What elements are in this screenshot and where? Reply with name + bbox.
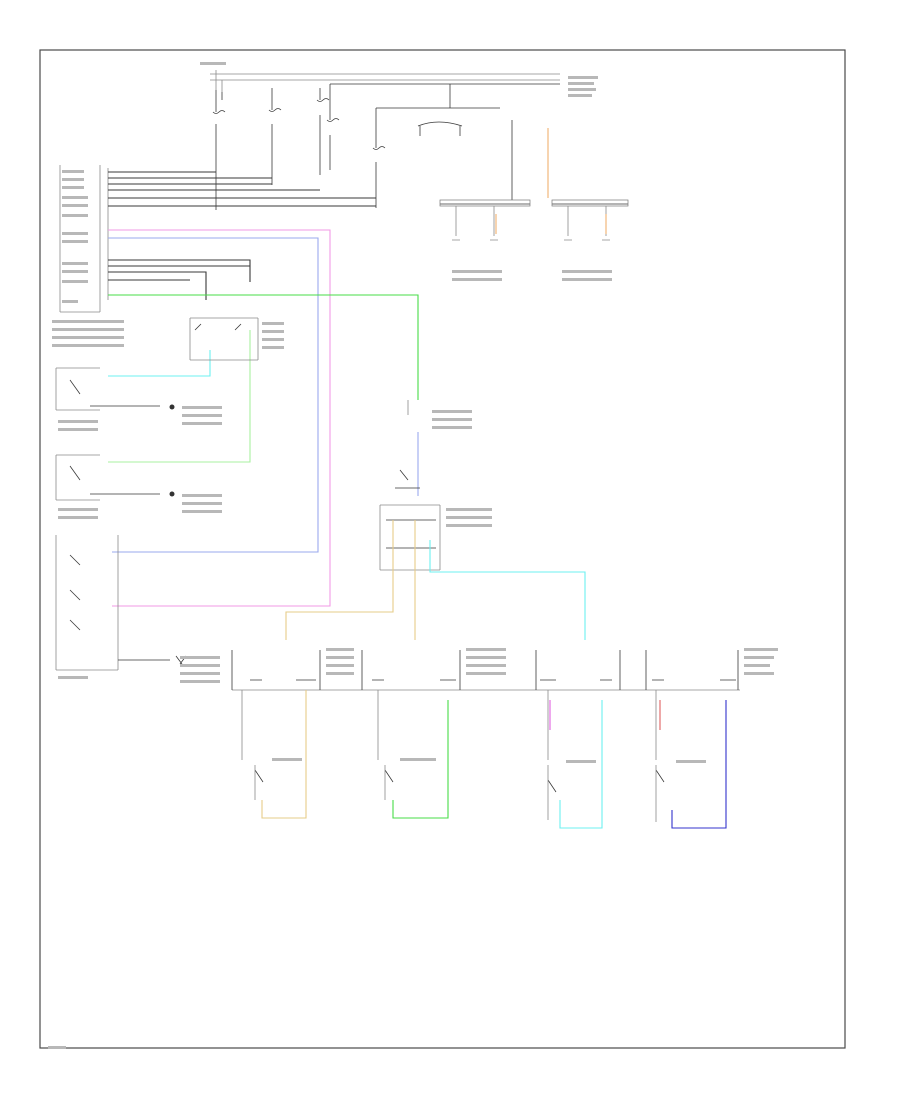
switch-group-left (55, 317, 259, 671)
diagram-frame (39, 49, 846, 1049)
door-module-connector (59, 165, 419, 607)
power-distribution-section (210, 70, 629, 241)
lower-connector-row (231, 650, 740, 829)
center-junction (285, 400, 586, 640)
label-marks (48, 62, 778, 1049)
